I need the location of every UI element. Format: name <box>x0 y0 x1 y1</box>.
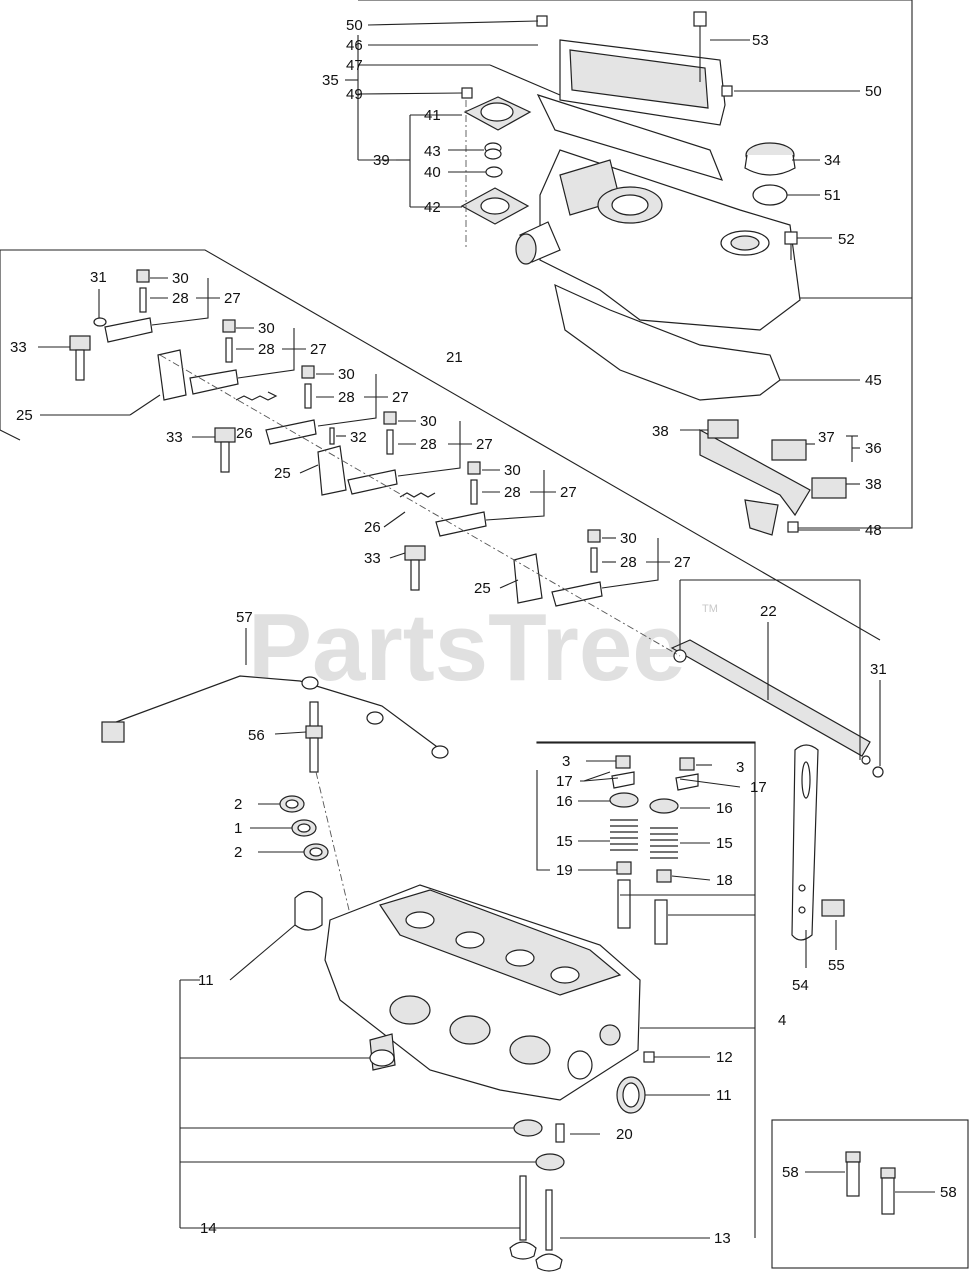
callout-26-row1: 26 <box>236 425 253 442</box>
callout-22: 22 <box>760 603 777 620</box>
callout-17-left: 17 <box>556 773 573 790</box>
callout-12: 12 <box>716 1049 733 1066</box>
callout-50-right: 50 <box>865 83 882 100</box>
valves <box>509 1175 563 1272</box>
callout-3-left: 3 <box>562 753 570 770</box>
callout-33-row2: 33 <box>166 429 183 446</box>
callout-1: 1 <box>234 820 242 837</box>
glow-plug-wiring <box>101 675 449 936</box>
callout-16-right: 16 <box>716 800 733 817</box>
callout-39: 39 <box>373 152 390 169</box>
rocker-arm-assemblies <box>69 269 884 778</box>
callout-38-right: 38 <box>865 476 882 493</box>
callout-57: 57 <box>236 609 253 626</box>
callout-58-right: 58 <box>940 1184 957 1201</box>
callout-20: 20 <box>616 1126 633 1143</box>
callout-27-row2: 27 <box>310 341 327 358</box>
callout-33-row1: 33 <box>10 339 27 356</box>
inset-58-parts <box>845 1151 896 1215</box>
callout-30-row3: 30 <box>338 366 355 383</box>
callout-36: 36 <box>865 440 882 457</box>
callout-43: 43 <box>424 143 441 160</box>
callout-18: 18 <box>716 872 733 889</box>
callout-31-right: 31 <box>870 661 887 678</box>
callout-25-row2: 25 <box>274 465 291 482</box>
callout-47: 47 <box>346 57 363 74</box>
callout-14: 14 <box>200 1220 217 1237</box>
callout-49: 49 <box>346 86 363 103</box>
callout-50: 50 <box>346 17 363 34</box>
callout-38: 38 <box>652 423 669 440</box>
callout-3-right: 3 <box>736 759 744 776</box>
callout-21: 21 <box>446 349 463 366</box>
callout-30-row4: 30 <box>420 413 437 430</box>
callout-54: 54 <box>792 977 809 994</box>
seals <box>279 795 329 861</box>
callout-25-row1: 25 <box>16 407 33 424</box>
callout-2-top: 2 <box>234 796 242 813</box>
callout-27-row4: 27 <box>476 436 493 453</box>
callout-40: 40 <box>424 164 441 181</box>
callout-28-row1: 28 <box>172 290 189 307</box>
callout-2-bottom: 2 <box>234 844 242 861</box>
callout-30-row6: 30 <box>620 530 637 547</box>
callout-27-row6: 27 <box>674 554 691 571</box>
valve-train-parts <box>609 755 699 945</box>
cylinder-head <box>294 884 655 1171</box>
callout-52: 52 <box>838 231 855 248</box>
callout-55: 55 <box>828 957 845 974</box>
callout-41: 41 <box>424 107 441 124</box>
callout-28-row2: 28 <box>258 341 275 358</box>
callout-27-row5: 27 <box>560 484 577 501</box>
callout-16-left: 16 <box>556 793 573 810</box>
callout-28-row3: 28 <box>338 389 355 406</box>
callout-30-row5: 30 <box>504 462 521 479</box>
callout-28-row4: 28 <box>420 436 437 453</box>
callout-30-row2: 30 <box>258 320 275 337</box>
callout-34: 34 <box>824 152 841 169</box>
callout-labels: 50 46 47 35 49 39 41 43 40 42 53 50 34 5… <box>10 17 957 1247</box>
callout-32: 32 <box>350 429 367 446</box>
callout-30-row1: 30 <box>172 270 189 287</box>
callout-27-row3: 27 <box>392 389 409 406</box>
callout-51: 51 <box>824 187 841 204</box>
callout-25-row3: 25 <box>474 580 491 597</box>
callout-28-row5: 28 <box>504 484 521 501</box>
callout-11-left: 11 <box>198 972 214 989</box>
callout-58-left: 58 <box>782 1164 799 1181</box>
callout-11-right: 11 <box>716 1087 732 1104</box>
callout-35: 35 <box>322 72 339 89</box>
callout-42: 42 <box>424 199 441 216</box>
callout-56: 56 <box>248 727 265 744</box>
watermark-trademark: TM <box>702 603 718 615</box>
callout-37: 37 <box>818 429 835 446</box>
callout-46: 46 <box>346 37 363 54</box>
callout-17-right: 17 <box>750 779 767 796</box>
callout-48: 48 <box>865 522 882 539</box>
callout-53: 53 <box>752 32 769 49</box>
callout-13: 13 <box>714 1230 731 1247</box>
watermark: PartsTree <box>248 594 686 701</box>
lifting-eye <box>791 744 845 941</box>
callout-45: 45 <box>865 372 882 389</box>
callout-26-row2: 26 <box>364 519 381 536</box>
callout-31: 31 <box>90 269 107 286</box>
callout-19: 19 <box>556 862 573 879</box>
leader-lines <box>38 20 935 1239</box>
callout-27-row1: 27 <box>224 290 241 307</box>
callout-15-right: 15 <box>716 835 733 852</box>
callout-28-row6: 28 <box>620 554 637 571</box>
breather-parts <box>460 87 532 250</box>
callout-4: 4 <box>778 1012 786 1029</box>
callout-33-row3: 33 <box>364 550 381 567</box>
callout-15-left: 15 <box>556 833 573 850</box>
valve-cover-assembly <box>515 11 847 536</box>
